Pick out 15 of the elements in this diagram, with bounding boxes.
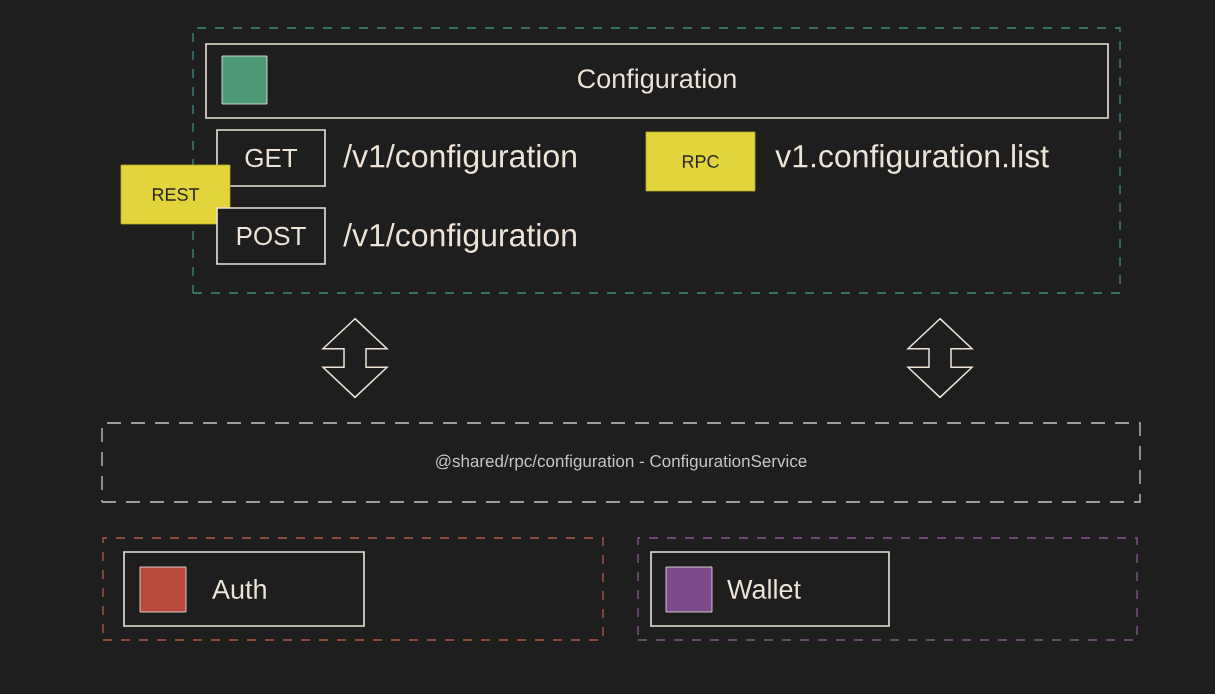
double-arrow xyxy=(321,317,389,399)
group-box xyxy=(102,537,604,641)
method-box: POST xyxy=(216,207,326,265)
service-box: Configuration xyxy=(205,43,1109,119)
protocol-tag: RPC xyxy=(645,131,756,192)
endpoint-path: v1.configuration.list xyxy=(775,144,1049,174)
service-box: Wallet xyxy=(650,551,890,627)
group-box xyxy=(637,537,1138,641)
endpoint-path: /v1/configuration xyxy=(343,223,576,253)
protocol-tag: REST xyxy=(120,164,231,225)
method-box: GET xyxy=(216,129,326,187)
endpoint-path: /v1/configuration xyxy=(343,144,576,174)
service-band: @shared/rpc/configuration - ConfigurationService xyxy=(101,422,1141,503)
double-arrow xyxy=(906,317,974,399)
service-box: Auth xyxy=(123,551,365,627)
